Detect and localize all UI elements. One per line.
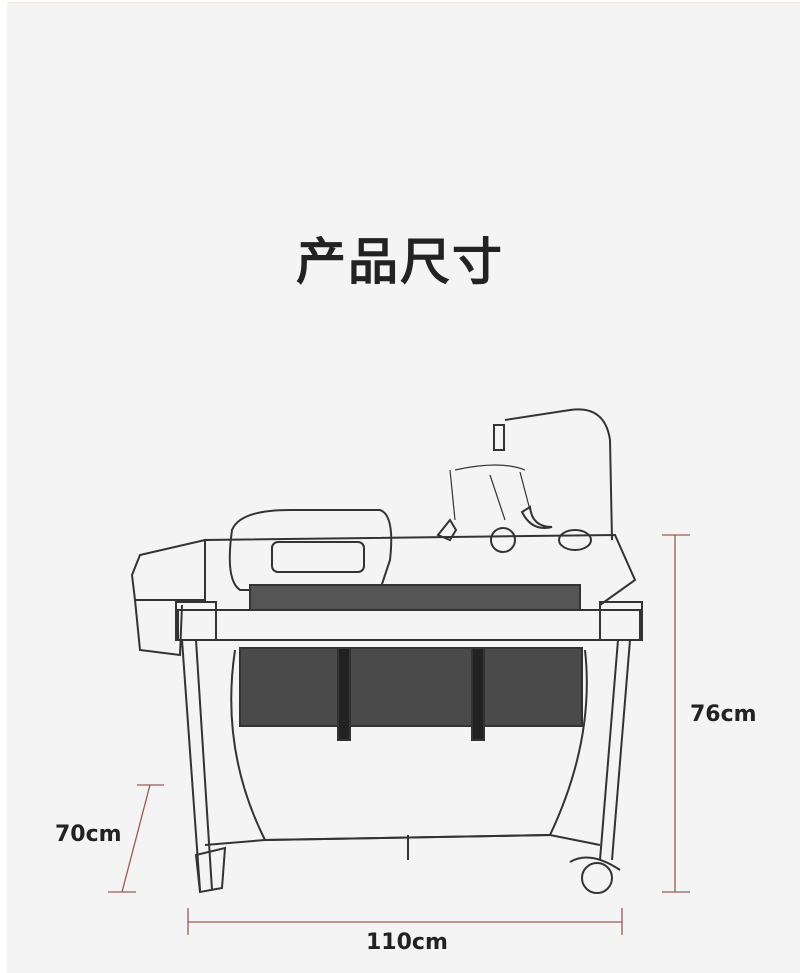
moon-toy (520, 505, 553, 529)
crib-mesh (239, 647, 583, 727)
dimension-lines (108, 534, 690, 935)
height-label: 76cm (690, 702, 757, 727)
bear-toy (490, 527, 516, 553)
organizer-tray (130, 538, 206, 601)
mobile-motor (493, 424, 505, 451)
bed-height-label: 70cm (55, 822, 122, 847)
foot-left (194, 846, 227, 894)
bed-height-line (121, 784, 151, 893)
page-title: 产品尺寸 (296, 233, 504, 291)
wheel (581, 862, 613, 894)
corner-right (599, 601, 643, 641)
changing-table (228, 509, 393, 591)
mobile-arm (504, 408, 613, 541)
mobile-strings (449, 464, 531, 521)
organizer-basket (134, 599, 183, 657)
star-toy (436, 518, 458, 542)
strap-right (471, 647, 485, 741)
bassinet (204, 533, 637, 606)
background-panel (7, 2, 800, 973)
width-label: 110cm (366, 930, 448, 955)
leg-left (181, 639, 213, 891)
strap-left (337, 647, 351, 741)
changing-table-window (271, 541, 365, 573)
cow-toy (558, 529, 592, 551)
wheel-brake (569, 856, 621, 871)
leg-right (599, 639, 631, 861)
bassinet-mesh (249, 584, 581, 611)
top-rail (177, 609, 641, 641)
